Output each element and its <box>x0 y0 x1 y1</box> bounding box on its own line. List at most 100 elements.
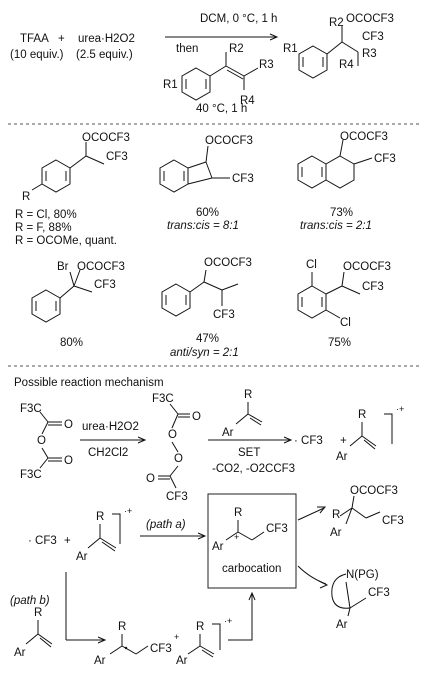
svg-text:O: O <box>168 429 177 441</box>
p3-yield: 73% <box>330 207 353 219</box>
svg-text:+: + <box>340 435 347 447</box>
svg-text:CF3: CF3 <box>150 643 172 655</box>
path-a-label: (path a) <box>146 519 186 531</box>
svg-text:CF3: CF3 <box>368 587 390 599</box>
svg-text:OCOCF3: OCOCF3 <box>343 261 391 273</box>
mech-solvent: CH2Cl2 <box>88 447 128 459</box>
svg-text:CF3: CF3 <box>94 279 116 291</box>
plus-sign: + <box>58 33 65 45</box>
svg-text:R2: R2 <box>229 43 244 55</box>
p6-yield: 75% <box>328 337 351 349</box>
svg-text:CF3: CF3 <box>106 151 128 163</box>
condition-2: 40 °C, 1 h <box>196 103 247 115</box>
svg-text:CF3: CF3 <box>362 31 384 43</box>
svg-text:Br: Br <box>57 261 69 273</box>
svg-text:R: R <box>244 389 252 401</box>
svg-text:·+: ·+ <box>396 404 404 414</box>
svg-text:CF3: CF3 <box>232 173 254 185</box>
svg-text:OCOCF3: OCOCF3 <box>340 131 388 143</box>
mech-set: SET <box>238 447 260 459</box>
svg-text:·+: ·+ <box>224 616 232 626</box>
svg-text:Ar: Ar <box>330 527 342 539</box>
radical-cation-3: R Ar ·+ <box>176 616 232 667</box>
svg-text:Ar: Ar <box>212 541 224 553</box>
svg-text:O: O <box>37 435 46 447</box>
general-product: R1 R2 OCOCF3 CF3 R3 R4 <box>283 13 394 79</box>
arrow-to-heterocycle <box>297 565 327 585</box>
path-b-label: (path b) <box>10 595 50 607</box>
svg-text:CF3: CF3 <box>374 153 396 165</box>
mech-byproducts: -CO2, -O2CCF3 <box>212 463 295 475</box>
mechanism-title: Possible reaction mechanism <box>14 377 164 389</box>
tfaa-label: TFAA <box>20 33 49 45</box>
svg-text:OCOCF3: OCOCF3 <box>82 132 130 144</box>
p5-yield: 47% <box>196 333 219 345</box>
svg-text:N(PG): N(PG) <box>346 569 379 581</box>
svg-text:R1: R1 <box>283 43 298 55</box>
svg-text:F3C: F3C <box>152 393 174 405</box>
general-reaction: TFAA + urea·H2O2 (10 equiv.) (2.5 equiv.… <box>10 13 394 115</box>
svg-text:Cl: Cl <box>306 259 317 271</box>
svg-text:R: R <box>332 509 340 521</box>
styrene-2: R Ar <box>14 607 53 659</box>
alkene-substrate: R2 R3 R4 R1 <box>163 43 274 107</box>
condition-1: DCM, 0 °C, 1 h <box>200 13 277 25</box>
p1-line-2: R = F, 88% <box>15 222 72 234</box>
svg-text:F3C: F3C <box>20 469 42 481</box>
product-2: OCOCF3 CF3 60% trans:cis = 8:1 <box>159 135 254 232</box>
svg-text:O: O <box>174 453 183 465</box>
svg-text:OCOCF3: OCOCF3 <box>77 261 125 273</box>
product-4: Br OCOCF3 CF3 80% <box>31 261 125 349</box>
svg-text:O: O <box>192 411 201 423</box>
svg-text:Cl: Cl <box>340 317 351 329</box>
product-3: OCOCF3 CF3 73% trans:cis = 2:1 <box>297 131 396 232</box>
styrene-1: R Ar <box>222 389 263 439</box>
peracid-structure: F3C O O O O CF3 <box>146 393 201 503</box>
p1-line-3: R = OCOMe, quant. <box>15 235 117 247</box>
carbocation-label: carbocation <box>222 563 281 575</box>
svg-text:F3C: F3C <box>20 403 42 415</box>
mech-urea: urea·H2O2 <box>82 421 139 433</box>
svg-text:R: R <box>22 191 30 203</box>
p4-yield: 80% <box>60 337 83 349</box>
svg-text:Ar: Ar <box>94 655 106 667</box>
svg-text:O: O <box>64 455 73 467</box>
arrow-to-carbocation <box>228 594 253 641</box>
svg-text:Ar: Ar <box>176 655 188 667</box>
svg-text:R: R <box>118 621 126 633</box>
svg-text:CF3: CF3 <box>213 309 235 321</box>
svg-text:+: + <box>174 632 179 642</box>
cf3-radical-2: · CF3 <box>28 535 57 547</box>
then-label: then <box>176 43 198 55</box>
urea-equiv: (2.5 equiv.) <box>76 49 133 61</box>
radical-cation-1: R Ar ·+ <box>336 404 404 463</box>
carbocation-box <box>207 493 297 589</box>
svg-text:OCOCF3: OCOCF3 <box>204 257 252 269</box>
p5-ratio: anti/syn = 2:1 <box>170 347 239 359</box>
radical-intermediate: R Ar CF3 <box>94 621 172 667</box>
svg-text:·+: ·+ <box>124 506 132 516</box>
p2-ratio: trans:cis = 8:1 <box>167 220 239 232</box>
svg-text:+: + <box>234 532 239 542</box>
svg-text:R2: R2 <box>329 17 344 29</box>
svg-text:O: O <box>64 419 73 431</box>
svg-text:CF3: CF3 <box>382 515 404 527</box>
svg-text:R1: R1 <box>163 79 178 91</box>
p2-yield: 60% <box>196 207 219 219</box>
p3-ratio: trans:cis = 2:1 <box>300 220 372 232</box>
svg-text:R: R <box>34 607 42 619</box>
reaction-arrowhead <box>269 33 279 41</box>
heterocycle-product: N(PG) CF3 Ar <box>331 569 390 631</box>
svg-text:R4: R4 <box>240 95 255 107</box>
svg-text:R3: R3 <box>362 48 377 60</box>
tfaa-structure: F3C O O O F3C <box>20 403 73 481</box>
p1-line-1: R = Cl, 80% <box>15 209 77 221</box>
svg-text:R: R <box>234 507 242 519</box>
svg-text:OCOCF3: OCOCF3 <box>205 135 253 147</box>
svg-text:Ar: Ar <box>76 551 88 563</box>
product-6: Cl OCOCF3 CF3 Cl 75% <box>297 259 391 349</box>
arrow-to-ester <box>297 507 325 521</box>
svg-text:OCOCF3: OCOCF3 <box>350 485 398 497</box>
product-5: OCOCF3 CF3 47% anti/syn = 2:1 <box>161 257 252 359</box>
